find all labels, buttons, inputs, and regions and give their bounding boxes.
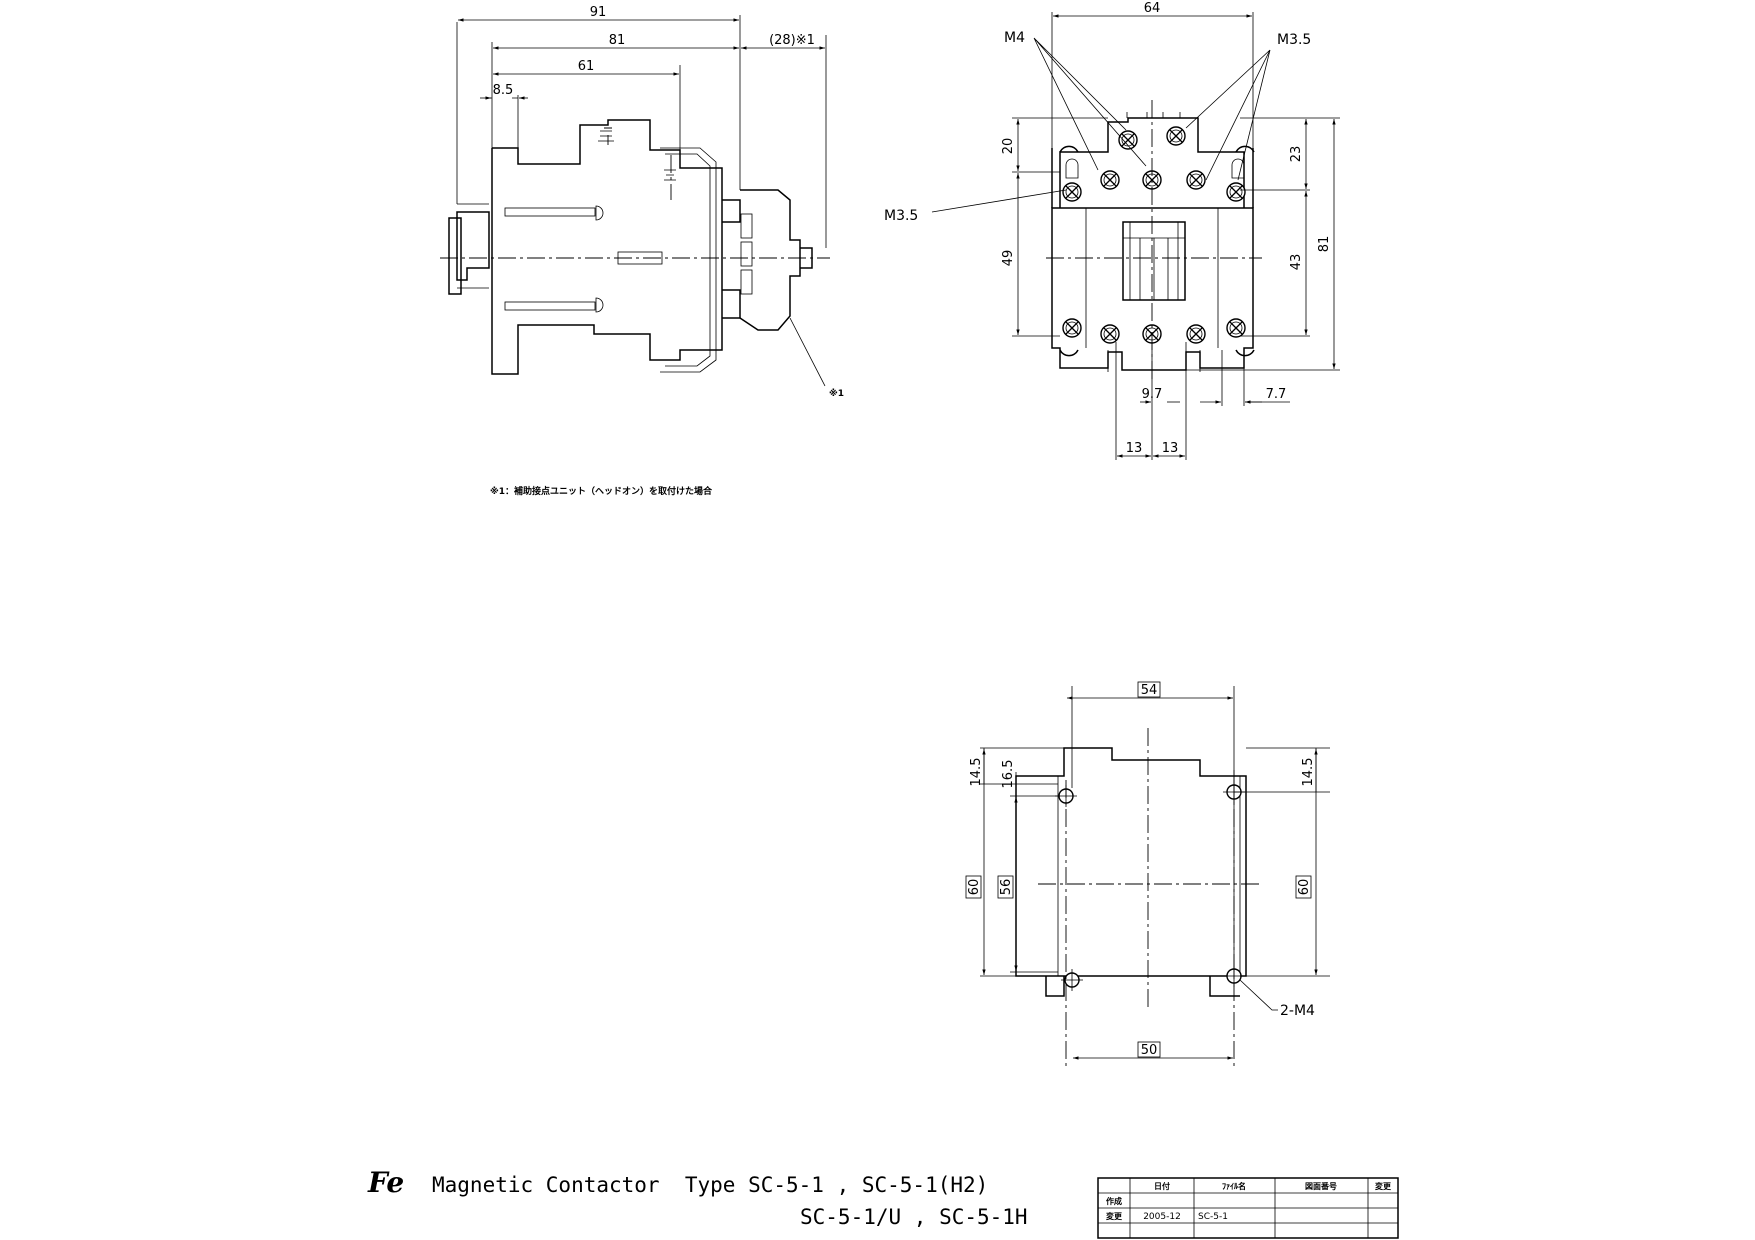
dim-14-5-left: 14.5 xyxy=(969,758,984,787)
mounting-outline xyxy=(1015,747,1247,997)
footnote: ※1：補助接点ユニット（ヘッドオン）を取付けた場合 xyxy=(490,485,713,497)
callout-note: ※1 xyxy=(829,388,844,399)
dim-56-box: 56 xyxy=(997,875,1014,899)
label-m35-top: M3.5 xyxy=(1277,32,1311,48)
side-view: 91 81 61 8.5 (28)※1 ※1 xyxy=(440,5,844,399)
dim-20: 20 xyxy=(1001,138,1016,155)
mounting-view: 54 50 60 56 60 14.5 16.5 14.5 2-M4 xyxy=(965,681,1330,1070)
terminal-screws-top xyxy=(1062,126,1246,202)
dim-54: 54 xyxy=(1141,683,1158,698)
title-line-1: Magnetic Contactor Type SC-5-1 , SC-5-1(… xyxy=(432,1173,988,1197)
title-line-2: SC-5-1/U , SC-5-1H xyxy=(800,1205,1028,1229)
dim-60-left-box: 60 xyxy=(965,875,982,899)
dim-28-note: (28)※1 xyxy=(769,33,815,48)
dim-8-5: 8.5 xyxy=(493,83,514,98)
tb-header-file: ﾌｧｲﾙ名 xyxy=(1222,1181,1246,1191)
tb-row-changed: 変更 xyxy=(1106,1211,1123,1221)
front-view: M4 M3.5 M3.5 64 20 49 23 43 81 9.7 7.7 1… xyxy=(884,1,1340,460)
dim-50-box: 50 xyxy=(1137,1041,1161,1058)
tb-date: 2005-12 xyxy=(1143,1212,1181,1222)
dim-49: 49 xyxy=(1001,250,1016,267)
dim-23: 23 xyxy=(1289,146,1304,163)
dim-9-7: 9.7 xyxy=(1142,387,1163,402)
dim-64: 64 xyxy=(1144,1,1161,16)
tb-header-date: 日付 xyxy=(1154,1181,1170,1191)
dim-43: 43 xyxy=(1289,254,1304,271)
dim-81: 81 xyxy=(609,33,626,48)
label-2-m4: 2-M4 xyxy=(1280,1003,1315,1019)
dim-13-b: 13 xyxy=(1162,441,1179,456)
tb-file: SC-5-1 xyxy=(1198,1212,1228,1222)
dim-7-7: 7.7 xyxy=(1266,387,1287,402)
title-block: 日付 ﾌｧｲﾙ名 図面番号 変更 作成 変更 2005-12 SC-5-1 xyxy=(1097,1177,1399,1239)
dim-56: 56 xyxy=(999,879,1014,896)
side-centerline-mark xyxy=(604,127,612,145)
title-area: Fe Magnetic Contactor Type SC-5-1 , SC-5… xyxy=(367,1166,1028,1229)
dim-60-left: 60 xyxy=(967,879,982,896)
dim-81-front: 81 xyxy=(1317,236,1332,253)
brand-logo: Fe xyxy=(367,1166,404,1199)
tb-row-created: 作成 xyxy=(1106,1196,1122,1206)
tb-header-change: 変更 xyxy=(1375,1181,1392,1191)
dim-60-right: 60 xyxy=(1297,879,1312,896)
mount-hole-centerlines xyxy=(1065,780,1235,1070)
dim-54-box: 54 xyxy=(1137,681,1161,698)
dim-16-5: 16.5 xyxy=(1001,760,1016,789)
label-m35-left: M3.5 xyxy=(884,208,918,224)
dim-60-right-box: 60 xyxy=(1295,875,1312,899)
dim-91: 91 xyxy=(590,5,607,20)
label-m4: M4 xyxy=(1004,30,1025,46)
side-view-outline xyxy=(448,119,813,375)
dim-50: 50 xyxy=(1141,1043,1158,1058)
dim-14-5-right: 14.5 xyxy=(1301,758,1316,787)
tb-header-drawing-no: 図面番号 xyxy=(1305,1181,1337,1191)
dim-61: 61 xyxy=(578,59,595,74)
dim-13-a: 13 xyxy=(1126,441,1143,456)
